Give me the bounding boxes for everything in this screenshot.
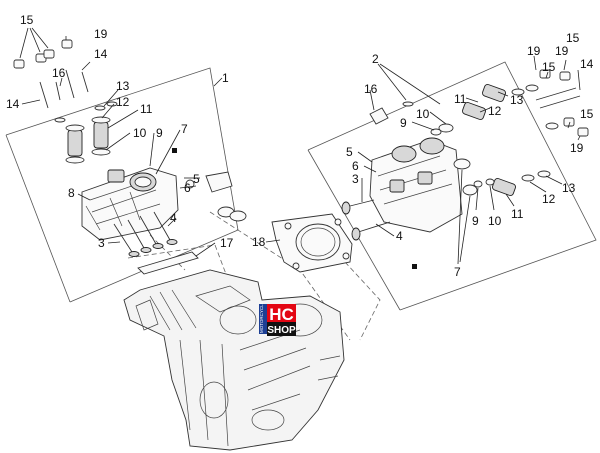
callout-right-2: 2 xyxy=(372,52,379,66)
callout-right-13a: 13 xyxy=(510,93,524,107)
callout-left-4: 4 xyxy=(170,211,177,225)
logo-shop-text: SHOP xyxy=(267,325,296,336)
callout-left-17: 17 xyxy=(220,236,234,250)
callout-left-9: 9 xyxy=(156,126,163,140)
callout-right-19b: 19 xyxy=(555,44,569,58)
callout-right-14: 14 xyxy=(580,57,594,71)
callout-left-13: 13 xyxy=(116,79,130,93)
callout-numbers: 15 19 14 16 14 13 12 11 10 9 7 5 6 8 4 3… xyxy=(6,13,594,279)
callout-right-3: 3 xyxy=(352,172,359,186)
callout-right-9a: 9 xyxy=(400,116,407,130)
callout-left-14a: 14 xyxy=(94,47,108,61)
callout-right-15c: 15 xyxy=(580,107,594,121)
callout-left-14b: 14 xyxy=(6,97,20,111)
callout-left-5: 5 xyxy=(193,172,200,186)
callout-right-19c: 19 xyxy=(570,141,584,155)
callout-right-7: 7 xyxy=(454,265,461,279)
logo-side-text: MOTORCYCLE xyxy=(259,301,264,333)
callout-left-10: 10 xyxy=(133,126,147,140)
callout-left-11: 11 xyxy=(140,102,153,116)
callout-left-19: 19 xyxy=(94,27,108,41)
callout-right-11b: 11 xyxy=(511,207,524,221)
callout-right-15a: 15 xyxy=(542,60,556,74)
callout-right-12a: 12 xyxy=(488,104,502,118)
callout-left-15: 15 xyxy=(20,13,34,27)
leader-lines xyxy=(19,27,581,265)
valve-springs-left xyxy=(54,101,118,164)
callout-right-15b: 15 xyxy=(566,31,580,45)
left-cylinder-head xyxy=(13,39,247,275)
callout-right-4: 4 xyxy=(396,229,403,243)
callout-right-6: 6 xyxy=(352,159,359,173)
callout-left-1: 1 xyxy=(222,71,229,85)
engine-block xyxy=(123,269,345,451)
callout-right-12b: 12 xyxy=(542,192,556,206)
cylinder-gasket xyxy=(271,213,353,273)
callout-left-6: 6 xyxy=(184,181,191,195)
callout-left-16: 16 xyxy=(52,66,66,80)
callout-right-10b: 10 xyxy=(488,214,502,228)
callout-right-11a: 11 xyxy=(454,92,467,106)
callout-center-18: 18 xyxy=(252,235,266,249)
hc-shop-logo: MOTORCYCLE HC SHOP xyxy=(259,301,296,336)
callout-right-19a: 19 xyxy=(527,44,541,58)
callout-right-16: 16 xyxy=(364,82,378,96)
callout-right-10a: 10 xyxy=(416,107,430,121)
callout-left-8: 8 xyxy=(68,186,75,200)
right-cylinder-head xyxy=(341,69,589,269)
callout-left-3: 3 xyxy=(98,236,105,250)
callout-right-5: 5 xyxy=(346,145,353,159)
callout-left-7: 7 xyxy=(181,122,188,136)
callout-right-13b: 13 xyxy=(562,181,576,195)
callout-left-12: 12 xyxy=(116,95,130,109)
logo-hc-text: HC xyxy=(269,305,294,324)
callout-right-9b: 9 xyxy=(472,214,479,228)
